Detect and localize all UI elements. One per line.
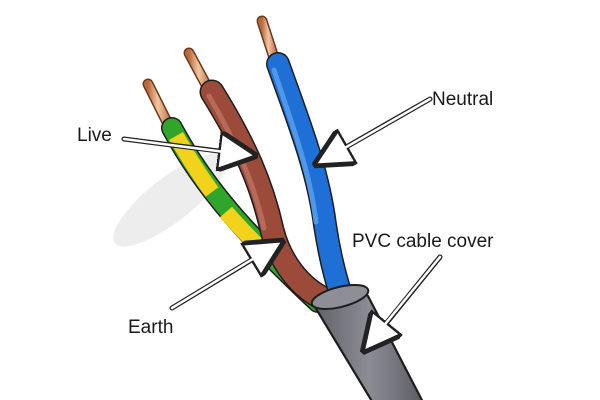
label-earth: Earth	[128, 317, 174, 338]
label-neutral: Neutral	[432, 89, 494, 110]
label-pvc-cable-cover: PVC cable cover	[352, 231, 494, 252]
neutral-wire	[266, 52, 354, 310]
label-live: Live	[77, 125, 112, 146]
